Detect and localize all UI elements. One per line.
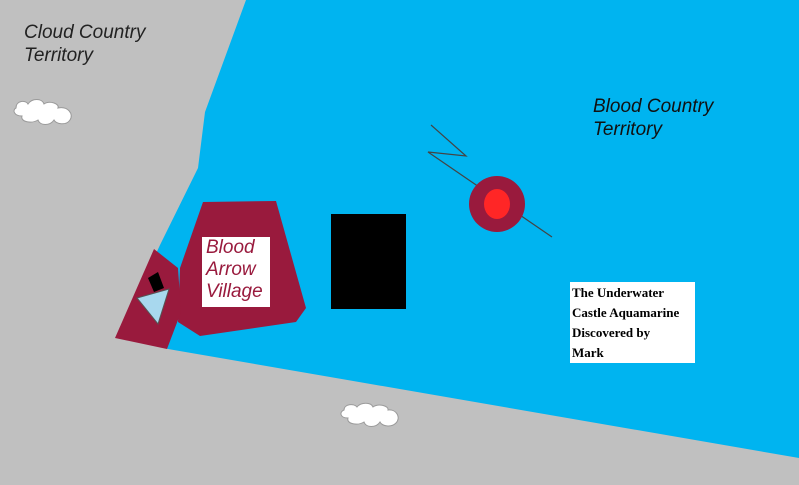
blood-country-territory-label: Blood Country Territory <box>593 95 713 141</box>
label-line: Cloud Country <box>24 22 146 43</box>
cloud-icon <box>340 402 399 427</box>
label-line: Blood <box>206 237 255 258</box>
label-line: Territory <box>24 45 93 66</box>
note-line: Mark <box>572 345 604 360</box>
label-line: Blood Country <box>593 96 714 117</box>
blood-arrow-village-label: Blood Arrow Village <box>202 237 270 307</box>
black-block <box>331 214 406 309</box>
note-line: Discovered by <box>572 325 651 340</box>
note-line: Castle Aquamarine <box>572 305 680 320</box>
cloud-icon <box>13 99 72 125</box>
label-line: Territory <box>593 119 662 140</box>
castle-inner-core <box>484 189 510 219</box>
arrow-icon <box>136 288 170 326</box>
discovery-note: The Underwater Castle Aquamarine Discove… <box>570 282 695 363</box>
label-line: Village <box>206 281 263 302</box>
label-line: Arrow <box>206 259 256 280</box>
marker-icon <box>148 272 164 292</box>
note-line: The Underwater <box>572 285 665 300</box>
cloud-country-territory-label: Cloud Country Territory <box>24 21 145 67</box>
